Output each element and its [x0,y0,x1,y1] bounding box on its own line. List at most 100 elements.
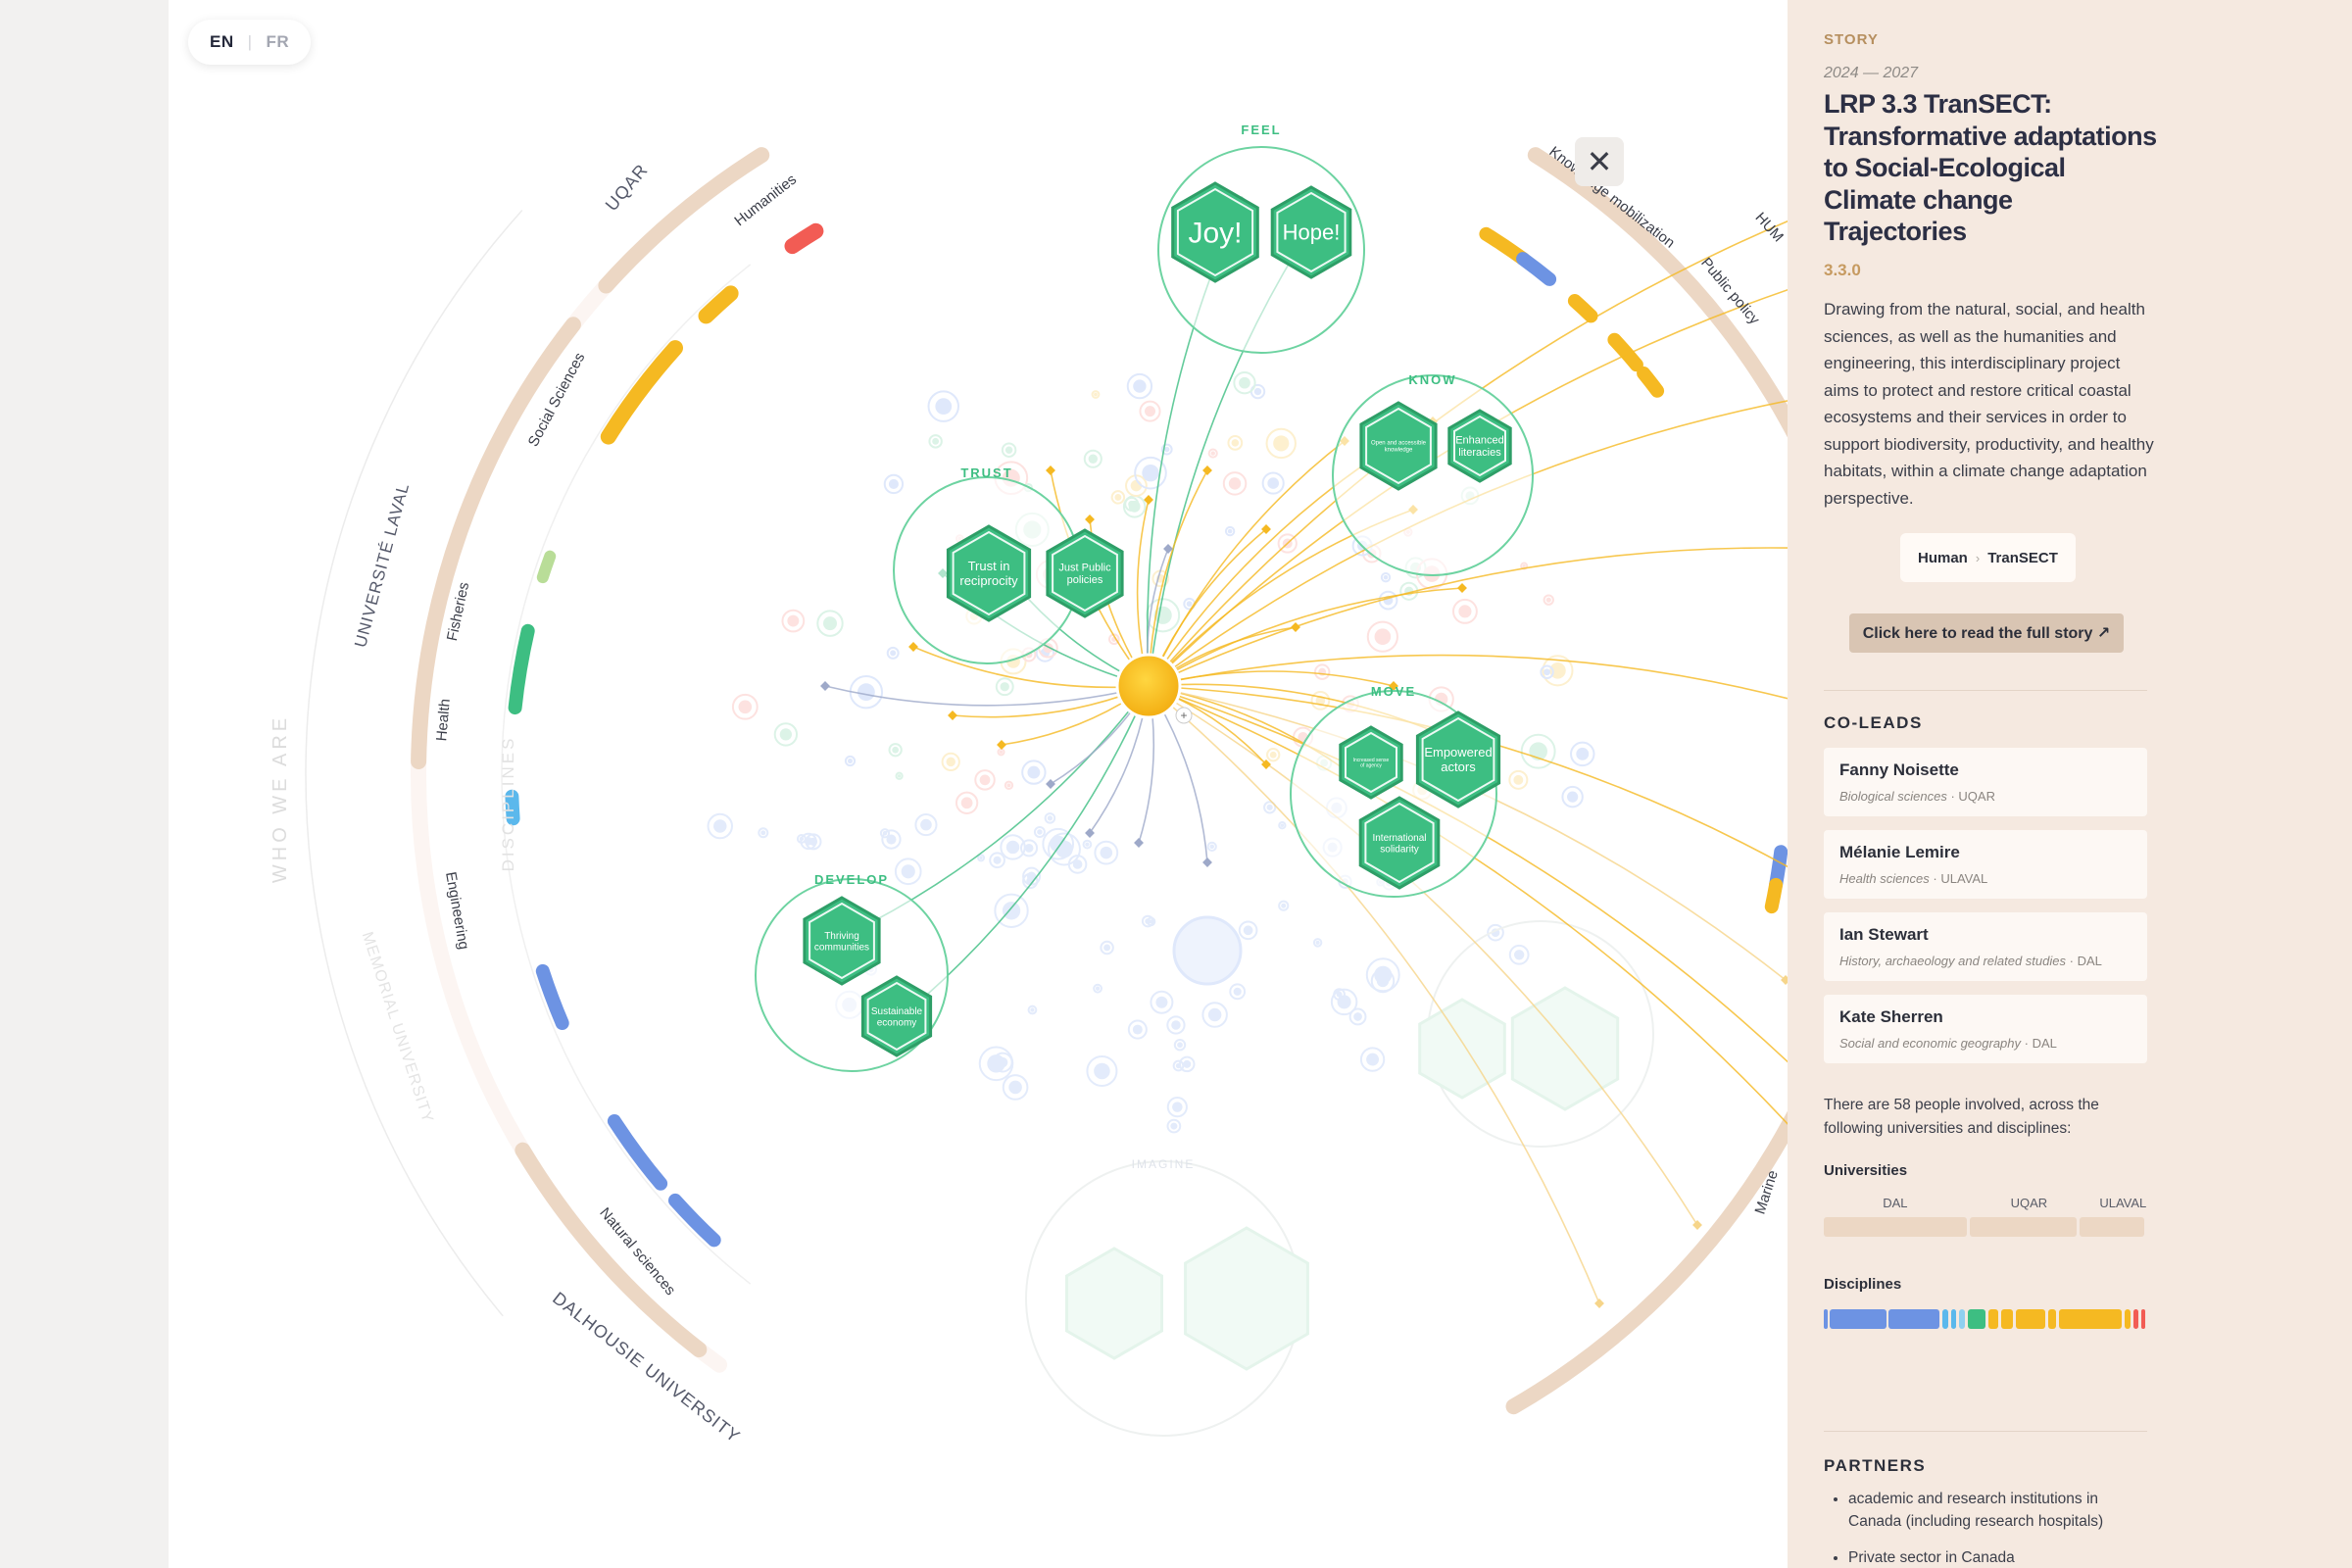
connection-dot [1291,622,1300,632]
university-bar-segment[interactable] [2079,1217,2144,1237]
discipline-segment[interactable] [1942,1309,1948,1329]
university-bar-segment[interactable] [1969,1217,2077,1237]
bg-bubble-core [888,478,899,489]
bg-bubble-core [857,683,875,702]
lang-fr-button[interactable]: FR [266,32,290,51]
bg-bubble [989,852,1005,869]
bg-bubble-core [1171,1020,1181,1030]
bg-bubble [1048,832,1081,866]
ring-label: Engineering [442,870,472,951]
hexagon-faded [1065,1247,1163,1360]
connection-dot [1046,466,1055,475]
outcome-hexagon [803,896,881,986]
hexagon-inner-border [866,981,927,1052]
bg-bubble [1094,840,1119,865]
bg-bubble-core [1177,1042,1183,1049]
connection-line [1148,587,1463,687]
connection-dot [820,681,830,691]
colead-meta: Biological sciences · UQAR [1839,789,1995,804]
university-arc-uqar [598,147,770,294]
bg-bubble-core [935,398,953,416]
bg-bubble [1222,471,1248,496]
bg-bubble-core [993,856,1002,864]
colead-card[interactable]: Mélanie Lemire Health sciences · ULAVAL [1824,830,2147,899]
read-full-story-button[interactable]: Click here to read the full story ↗ [1849,613,2124,653]
discipline-segment[interactable] [1888,1309,1939,1329]
bg-bubble [1520,733,1556,769]
hexagon-label: reciprocity [959,573,1018,588]
discipline-segment[interactable] [2016,1309,2045,1329]
discipline-segment[interactable] [2133,1309,2138,1329]
bg-bubble [1233,371,1256,395]
connection-dot [1389,681,1398,691]
discipline-segment[interactable] [2125,1309,2131,1329]
bg-bubble [1093,983,1102,994]
bg-bubble-core [1253,387,1262,396]
bg-bubble-core [1207,1007,1222,1022]
bg-bubble [879,828,891,839]
bg-bubble-core [1144,406,1156,417]
bg-bubble-core [1047,815,1054,821]
breadcrumb-item[interactable]: Human [1918,549,1968,566]
bg-bubble [914,813,938,837]
hub-develop[interactable]: DEVELOPThrivingcommunitiesSustainableeco… [755,872,949,1072]
bg-bubble-core [897,774,902,778]
bg-bubble [796,834,807,844]
hexagon-inner-border [1421,716,1495,803]
lang-en-button[interactable]: EN [210,32,234,51]
story-description: Drawing from the natural, social, and he… [1824,300,2154,508]
bg-bubble-core [1133,379,1147,393]
bg-bubble-core [1522,564,1526,568]
discipline-segment[interactable] [1968,1309,1985,1329]
colead-uni: DAL [2032,1036,2057,1051]
connection-dot [1085,514,1095,524]
bg-bubble [1107,633,1120,646]
close-icon[interactable]: ✕ [1575,137,1624,186]
colead-uni: ULAVAL [1940,871,1988,886]
breadcrumb-item[interactable]: TranSECT [1987,549,2058,566]
discipline-segment[interactable] [1830,1309,1886,1329]
colead-name: Mélanie Lemire [1839,843,1960,861]
discipline-segment[interactable] [2001,1309,2013,1329]
university-bar-segment[interactable] [1824,1217,1967,1237]
bg-bubble [1266,748,1281,762]
bg-bubble [1224,525,1236,537]
divider [1824,690,2147,691]
discipline-segment[interactable] [1824,1309,1828,1329]
discipline-segment[interactable] [2059,1309,2122,1329]
hexagon-inner-border [808,902,875,980]
project-node[interactable]: + [1115,653,1193,724]
bg-bubble-core [1374,628,1392,645]
hexagon-label: Joy! [1188,218,1242,250]
colead-card[interactable]: Fanny Noisette Biological sciences · UQA… [1824,748,2147,816]
colead-discipline: Social and economic geography [1839,1036,2022,1051]
bg-bubble [816,610,844,637]
bg-bubble-core [1567,791,1579,803]
bg-bubble-core [1100,846,1113,859]
colead-card[interactable]: Ian Stewart History, archaeology and rel… [1824,912,2147,981]
discipline-segment[interactable] [1988,1309,1998,1329]
bg-bubble-core [1030,1007,1035,1012]
bg-bubble [1263,801,1277,814]
colead-meta: History, archaeology and related studies… [1839,954,2102,968]
discipline-segment[interactable] [2048,1309,2056,1329]
discipline-segment[interactable] [1959,1309,1965,1329]
discipline-segment[interactable] [2141,1309,2145,1329]
hexagon-label: International [1372,833,1426,844]
discipline-segment[interactable] [1951,1309,1956,1329]
discipline-bar [784,222,824,255]
discipline-bar [668,1193,721,1248]
bg-bubble [1277,533,1298,554]
bg-bubble [1348,1007,1367,1026]
bg-bubble-core [1004,446,1013,454]
bg-bubble [1141,914,1154,928]
bg-bubble [1172,915,1243,986]
outcome-hexagon [1415,710,1501,808]
hexagon-label: economy [877,1017,917,1028]
colead-card[interactable]: Kate Sherren Social and economic geograp… [1824,995,2147,1063]
